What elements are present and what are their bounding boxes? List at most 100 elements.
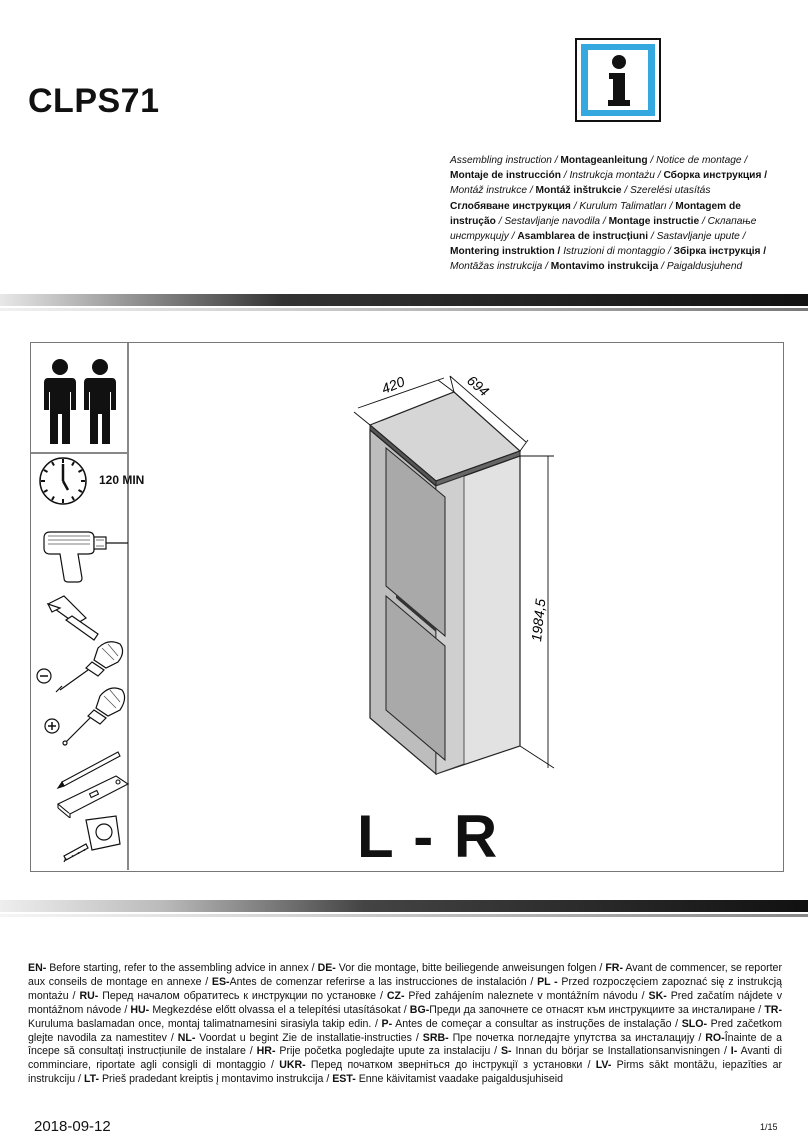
notice-segment: RU- (79, 989, 99, 1002)
assembly-time: 120 MIN (99, 473, 145, 487)
plus-symbol-icon (44, 718, 60, 734)
notice-segment: Innan du börjar se Installationsanvisnin… (511, 1045, 731, 1058)
notice-segment: Voordat u begint Zie de installatie-inst… (195, 1031, 423, 1044)
notice-segment: SK- (648, 989, 667, 1002)
lang-segment: / Sastavljanje upute / (648, 231, 746, 243)
lang-segment: / Paigaldusjuhend (658, 261, 743, 273)
notice-segment: SRB- (422, 1031, 449, 1044)
two-persons-icon (44, 359, 116, 444)
lang-segment: Сглобяване инструкция (450, 200, 571, 212)
notice-segment: EN- (28, 962, 47, 974)
footer-divider-bar (0, 900, 808, 912)
language-instructions: Assembling instruction / Montageanleitun… (450, 153, 795, 275)
pencil-level-icon (56, 751, 130, 818)
lang-segment: Assembling instruction / (450, 155, 561, 166)
lang-segment: Istruzioni di montaggio / (560, 246, 674, 258)
lang-line: Montáž instrukce / Montáž inštrukcie / S… (450, 183, 795, 198)
lang-segment: Montage instructie (608, 215, 700, 227)
info-icon (575, 38, 661, 122)
notice-segment: LT- (83, 1073, 100, 1086)
drill-icon (43, 531, 128, 583)
height-dimension: 1984,5 (528, 598, 548, 642)
lang-segment: инструкцију / (450, 231, 518, 243)
notice-segment: FR- (605, 962, 623, 974)
lang-segment: / Instrukcja montażu / (560, 170, 664, 182)
notice-segment: Před zahájením naleznete v montážním náv… (404, 989, 649, 1002)
lang-segment: Montáž instrukce / (450, 185, 536, 197)
depth-dimension: 420 (379, 373, 407, 397)
page-number: 1/15 (760, 1122, 778, 1132)
header-divider-bar (0, 294, 808, 306)
lang-line: Montering instruktion / Istruzioni di mo… (450, 244, 795, 259)
lang-segment: Montáž inštrukcie (535, 185, 622, 197)
cabinet-lower-door (385, 594, 446, 762)
tools-column-divider (127, 343, 129, 870)
notice-segment: Pirms sākt montāžu, iepazīties ar instru… (28, 1059, 782, 1086)
lang-segment: / Szerelési utasítás (621, 185, 711, 197)
notice-segment: Avanti di comminciare, riportate agli co… (28, 1045, 782, 1072)
cabinet-handle (396, 594, 436, 632)
flat-screwdriver-icon (55, 641, 124, 693)
notice-segment: UKR- (279, 1059, 306, 1072)
lang-segment: Montāžas instrukcija / (450, 261, 551, 273)
notice-segment: DE- (317, 962, 336, 974)
lang-line: инструкцију / Asamblarea de instrucțiuni… (450, 229, 795, 244)
notice-segment: S- (500, 1045, 512, 1058)
lang-segment: Montagem de (675, 200, 741, 212)
lang-segment: Asamblarea de instrucțiuni (517, 231, 649, 243)
lang-line: Montaje de instrucción / Instrukcja mont… (450, 168, 795, 183)
notice-segment: Przed rozpoczęciem zapoznać się z instru… (28, 975, 782, 1002)
notice-segment: Пре почетка погледајте упутства за инста… (448, 1031, 706, 1044)
tape-measure-icon (63, 815, 121, 863)
notice-segment: LV- (595, 1059, 612, 1072)
lang-segment: Montaje de instrucción (450, 170, 561, 182)
notice-segment: NL- (177, 1031, 196, 1044)
lang-segment: instrução (450, 215, 496, 227)
notice-segment: Megkezdése előtt olvassa el a telepítési… (149, 1003, 410, 1016)
notice-segment: PL - (537, 975, 558, 988)
pencil-icon (56, 751, 121, 790)
notice-segment: I- (730, 1045, 738, 1058)
lang-segment: Сборка инструкция / (663, 170, 768, 182)
document-title: CLPS71 (28, 82, 160, 120)
lang-segment: Montering instruktion / (450, 246, 561, 258)
notice-segment: Avant de commencer, se reporter aux cons… (28, 962, 782, 988)
header-divider-thin (0, 308, 808, 311)
notice-segment: Prije početka pogledajte upute za instal… (275, 1045, 501, 1058)
lang-segment: / Sestavljanje navodila / (495, 215, 609, 227)
notice-segment: SLO- (681, 1017, 708, 1030)
clock-icon (39, 457, 87, 505)
notice-segment: Antes de comenzar referirse a las instru… (229, 975, 538, 988)
lang-segment: Montageanleitung (560, 155, 648, 166)
level-icon (56, 775, 130, 818)
notice-segment: Enne käivitamist vaadake paigaldusjuhise… (355, 1073, 564, 1086)
lang-line: Montāžas instrukcija / Montavimo instruk… (450, 259, 795, 274)
notice-segment: Pred začatím nájdete v montážnom návode … (28, 989, 782, 1016)
persons-divider (31, 452, 127, 454)
notice-segment: CZ- (386, 989, 405, 1002)
notice-segment: TR- (764, 1003, 782, 1016)
multilingual-notice: EN- Before starting, refer to the assemb… (28, 962, 782, 1087)
notice-segment: Vor die montage, bitte beiliegende anwei… (335, 962, 606, 974)
document-date: 2018-09-12 (34, 1118, 111, 1135)
notice-segment: Antes de começar a consultar as instruçõ… (392, 1017, 682, 1030)
lang-line: instrução / Sestavljanje navodila / Mont… (450, 214, 795, 229)
footer-divider-thin (0, 914, 808, 917)
notice-segment: Pred začetkom glejte navodila za namesti… (28, 1017, 782, 1044)
notice-segment: BG- (409, 1003, 430, 1016)
notice-segment: Prieš pradedant kreiptis į montavimo ins… (99, 1073, 333, 1086)
lang-segment: Збірка інструкція / (673, 246, 767, 258)
notice-segment: Преди да започнете се отнасят към инстру… (429, 1003, 765, 1016)
notice-segment: ES- (211, 975, 230, 988)
phillips-screwdriver-icon (62, 687, 126, 746)
notice-segment: HR- (256, 1045, 276, 1058)
overview-frame (30, 342, 784, 872)
lang-segment: / Kurulum Talimatları / (570, 200, 676, 212)
lang-line: Сглобяване инструкция / Kurulum Talimatl… (450, 199, 795, 214)
cabinet-upper-door (385, 446, 446, 638)
lang-segment: Montavimo instrukcija (550, 261, 659, 273)
notice-segment: EST- (332, 1073, 356, 1086)
width-dimension: 694 (464, 372, 492, 399)
notice-segment: RO- (705, 1031, 725, 1044)
notice-segment: Перед началом обратитесь к инструкции по… (98, 989, 387, 1002)
